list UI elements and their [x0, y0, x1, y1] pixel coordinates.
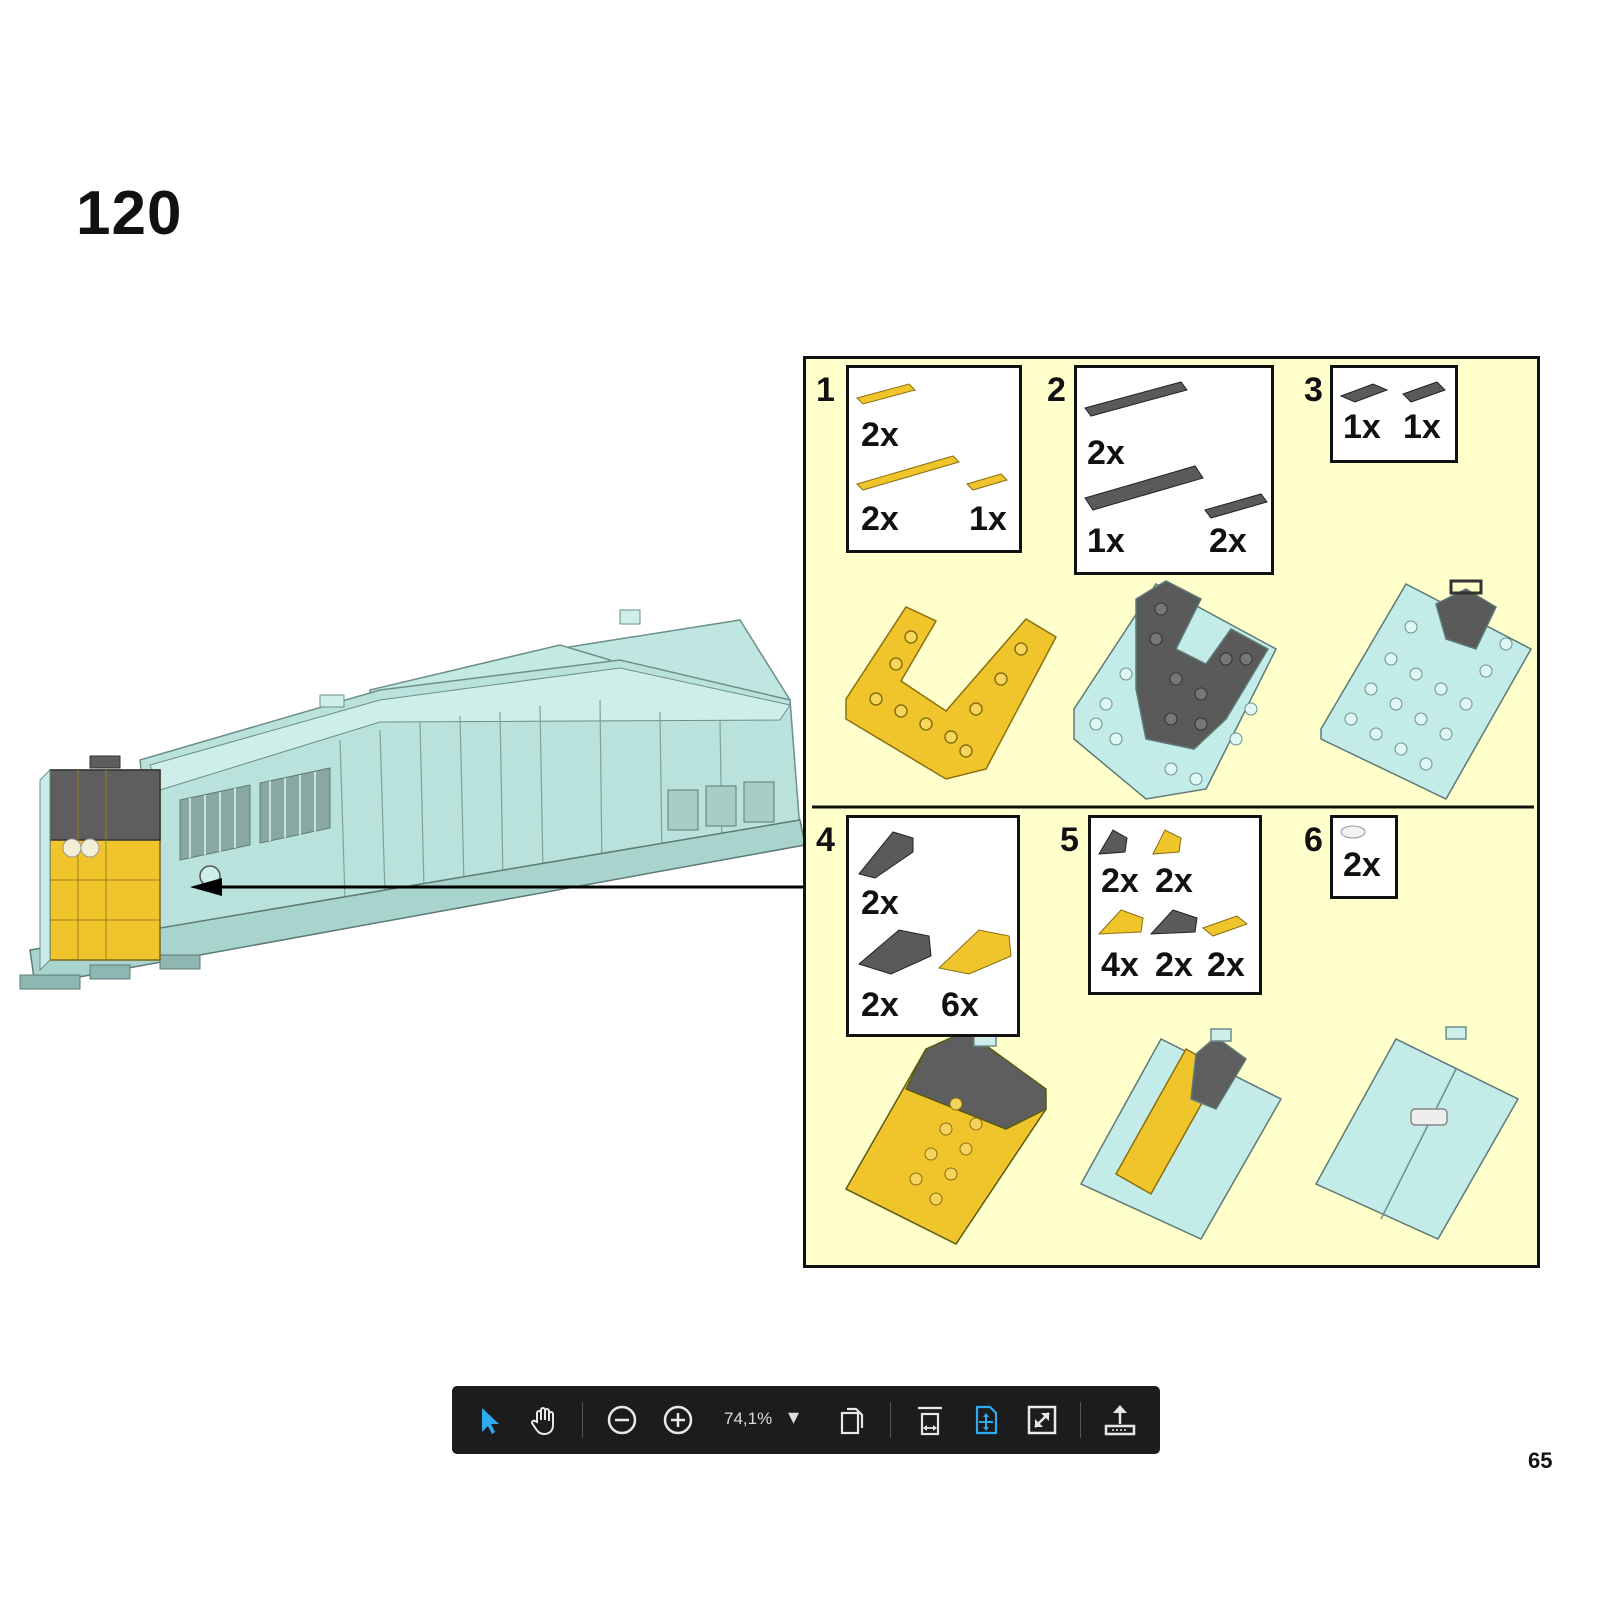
- part-qty: 2x: [1209, 522, 1247, 560]
- part-qty: 1x: [1343, 408, 1381, 446]
- parts-list-substep-4: 2x 2x 6x: [846, 815, 1020, 1037]
- part-qty: 1x: [1087, 522, 1125, 560]
- select-arrow-icon[interactable]: [468, 1400, 508, 1440]
- toolbar-separator: [1080, 1402, 1081, 1438]
- parts-list-substep-6: 2x: [1330, 815, 1398, 899]
- part-qty: 2x: [861, 986, 899, 1024]
- fullscreen-icon[interactable]: [1022, 1400, 1062, 1440]
- part-qty: 1x: [969, 500, 1007, 538]
- substep-number-2: 2: [1047, 371, 1066, 409]
- share-upload-icon[interactable]: [1100, 1400, 1140, 1440]
- toolbar-separator: [890, 1402, 891, 1438]
- part-qty: 2x: [1155, 862, 1193, 900]
- part-qty: 2x: [1101, 862, 1139, 900]
- toolbar-separator: [582, 1402, 583, 1438]
- substep-number-5: 5: [1060, 821, 1079, 859]
- parts-list-substep-1: 2x 2x 1x: [846, 365, 1022, 553]
- part-qty: 2x: [1155, 946, 1193, 984]
- hand-pan-icon[interactable]: [524, 1400, 564, 1440]
- substep-number-6: 6: [1304, 821, 1323, 859]
- part-qty: 2x: [1343, 846, 1381, 884]
- part-qty: 4x: [1101, 946, 1139, 984]
- part-qty: 2x: [1207, 946, 1245, 984]
- part-qty: 2x: [861, 416, 899, 454]
- zoom-level-dropdown[interactable]: 74,1% ▾: [716, 1398, 812, 1442]
- zoom-out-icon[interactable]: [602, 1400, 642, 1440]
- part-qty: 6x: [941, 986, 979, 1024]
- zoom-level-value: 74,1%: [724, 1409, 773, 1428]
- zoom-in-icon[interactable]: [658, 1400, 698, 1440]
- substep-number-4: 4: [816, 821, 835, 859]
- parts-list-substep-5: 2x 2x 4x 2x 2x: [1088, 815, 1262, 995]
- pdf-viewer-toolbar: 74,1% ▾: [452, 1386, 1160, 1454]
- parts-list-substep-3: 1x 1x: [1330, 365, 1458, 463]
- substep-number-1: 1: [816, 371, 835, 409]
- parts-list-substep-2: 2x 1x 2x: [1074, 365, 1274, 575]
- substep-number-3: 3: [1304, 371, 1323, 409]
- page-view-icon[interactable]: [832, 1400, 872, 1440]
- fit-page-icon[interactable]: [966, 1400, 1006, 1440]
- part-qty: 2x: [861, 500, 899, 538]
- locomotive-model-illustration: [19, 609, 806, 990]
- part-qty: 2x: [861, 884, 899, 922]
- fit-width-icon[interactable]: [910, 1400, 950, 1440]
- page-number: 65: [1528, 1448, 1553, 1473]
- part-qty: 2x: [1087, 434, 1125, 472]
- step-number: 120: [76, 179, 183, 248]
- zoom-dropdown-icon[interactable]: ▾: [788, 1404, 800, 1429]
- subassembly-callout: 1 2 3 4 5 6 2x 2x 1x 2x 1x 2x 1x 1x: [803, 356, 1540, 1268]
- part-qty: 1x: [1403, 408, 1441, 446]
